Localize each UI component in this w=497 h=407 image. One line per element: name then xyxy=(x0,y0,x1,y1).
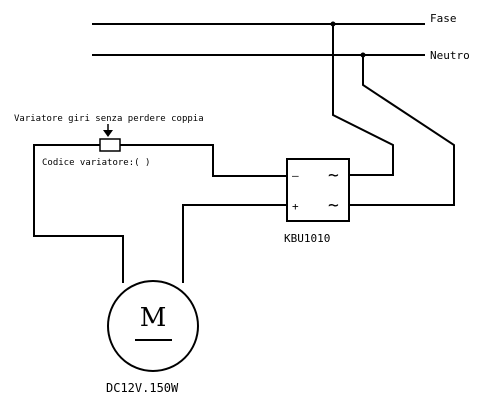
rectifier-ac-symbol-bottom: ~ xyxy=(328,195,339,216)
rectifier-model: KBU1010 xyxy=(284,232,330,245)
speed-controller xyxy=(99,138,121,152)
rectifier-ac-symbol-top: ~ xyxy=(328,165,339,186)
minus-wire xyxy=(120,144,287,177)
controller-arrow-icon xyxy=(103,130,113,137)
neutral-drop-wire xyxy=(349,55,455,206)
rectifier-bridge xyxy=(286,158,350,222)
phase-label: Fase xyxy=(430,12,457,25)
controller-code-label: Codice variatore:( ) xyxy=(42,158,150,168)
plus-wire xyxy=(182,204,287,283)
phase-drop-wire xyxy=(332,24,394,176)
rectifier-minus: – xyxy=(292,169,299,182)
neutral-label: Neutro xyxy=(430,49,470,62)
motor-symbol: M xyxy=(140,303,167,333)
rectifier-plus: + xyxy=(292,200,299,213)
motor xyxy=(107,280,199,372)
motor-rating: DC12V.150W xyxy=(106,381,179,395)
controller-motor-wire xyxy=(33,144,124,283)
controller-title: Variatore giri senza perdere coppia xyxy=(14,114,204,124)
